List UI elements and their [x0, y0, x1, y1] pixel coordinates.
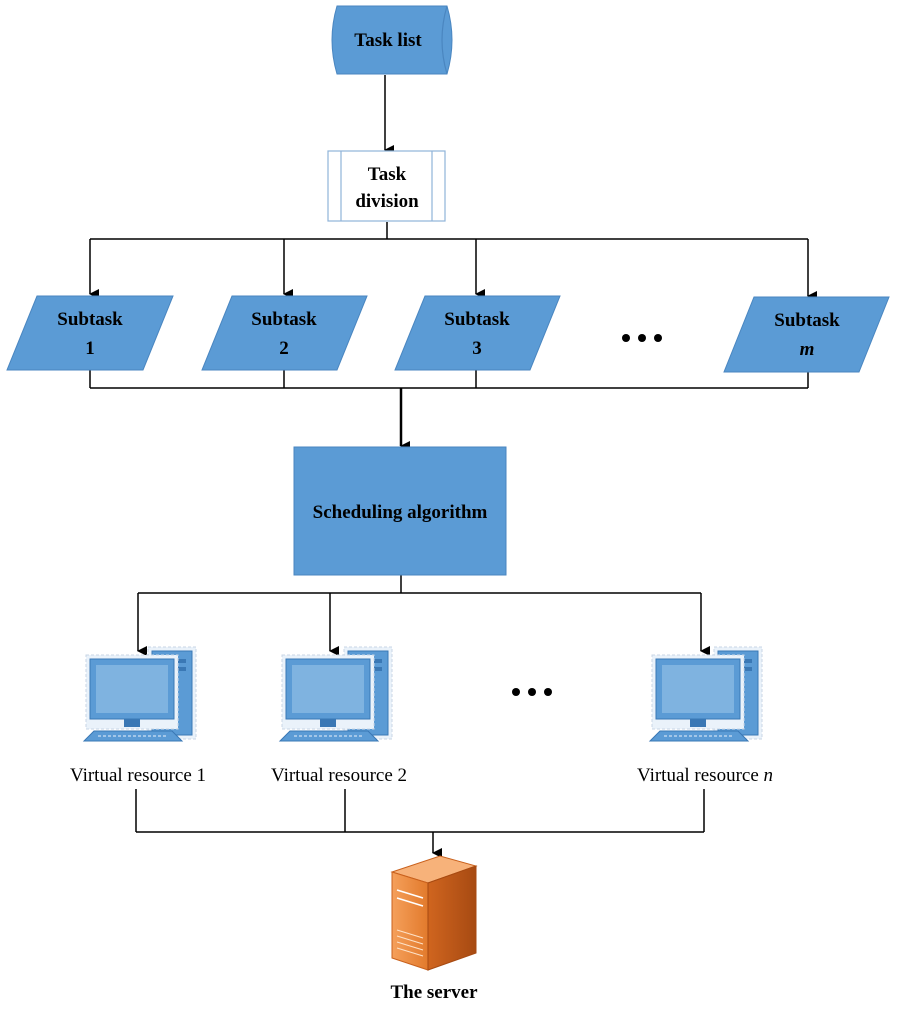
subtask-2-shape	[201, 295, 368, 371]
server-vent	[396, 935, 424, 945]
server-slot	[396, 889, 424, 899]
virtual-resource-n-label: Virtual resource n	[637, 765, 773, 786]
ellipsis-dot	[544, 688, 552, 696]
subtask-2-number: 2	[279, 338, 289, 359]
server-vent	[396, 947, 424, 957]
subtask-m: Subtask m	[723, 296, 890, 373]
scheduling-algorithm-label: Scheduling algorithm	[313, 502, 488, 523]
subtask-3-label: Subtask	[444, 309, 510, 330]
task-list-label: Task list	[354, 30, 422, 51]
task-division-node: Task division	[327, 150, 446, 222]
task-division-shape	[327, 150, 446, 222]
computer-icon	[278, 646, 393, 742]
computer-icon	[648, 646, 763, 742]
scheduling-algorithm-node: Scheduling algorithm	[293, 446, 507, 576]
task-division-label-line1: Task	[368, 164, 407, 185]
subtask-3-shape	[394, 295, 561, 371]
subtask-m-number: m	[800, 339, 815, 360]
task-division-label-line2: division	[355, 191, 419, 212]
task-list-end-curve	[441, 5, 448, 75]
ellipsis-dot	[528, 688, 536, 696]
server-icon	[390, 855, 478, 971]
subtask-1-number: 1	[85, 338, 95, 359]
scheduling-algorithm-shape	[293, 446, 507, 576]
subtask-ellipsis	[622, 334, 662, 342]
computer-glyph	[82, 646, 197, 742]
server-front	[391, 871, 429, 971]
server-label: The server	[390, 982, 478, 1003]
subtask-m-label: Subtask	[774, 310, 840, 331]
virtual-resource-n-prefix: Virtual resource	[637, 765, 764, 786]
computer-glyph	[648, 646, 763, 742]
ellipsis-dot	[512, 688, 520, 696]
ellipsis-resources	[512, 688, 552, 696]
server-vent	[396, 929, 424, 939]
subtask-3-number: 3	[472, 338, 482, 359]
subtask-1: Subtask 1	[6, 295, 174, 371]
computer-icon	[82, 646, 197, 742]
subtask-2-label: Subtask	[251, 309, 317, 330]
virtual-resource-1-label: Virtual resource 1	[70, 765, 206, 786]
ellipsis-dot	[638, 334, 646, 342]
server-side	[427, 865, 477, 971]
subtask-2: Subtask 2	[201, 295, 368, 371]
subtask-m-shape	[723, 296, 890, 373]
virtual-resource-2-label: Virtual resource 2	[271, 765, 407, 786]
ellipsis-dot	[654, 334, 662, 342]
task-list-node: Task list	[331, 5, 453, 75]
virtual-resource-n-suffix: n	[764, 765, 774, 786]
subtask-1-shape	[6, 295, 174, 371]
server-slot	[396, 897, 424, 907]
server-vent	[396, 941, 424, 951]
ellipsis-dot	[622, 334, 630, 342]
subtask-1-label: Subtask	[57, 309, 123, 330]
subtask-3: Subtask 3	[394, 295, 561, 371]
connectors	[89, 75, 817, 858]
computer-glyph	[278, 646, 393, 742]
